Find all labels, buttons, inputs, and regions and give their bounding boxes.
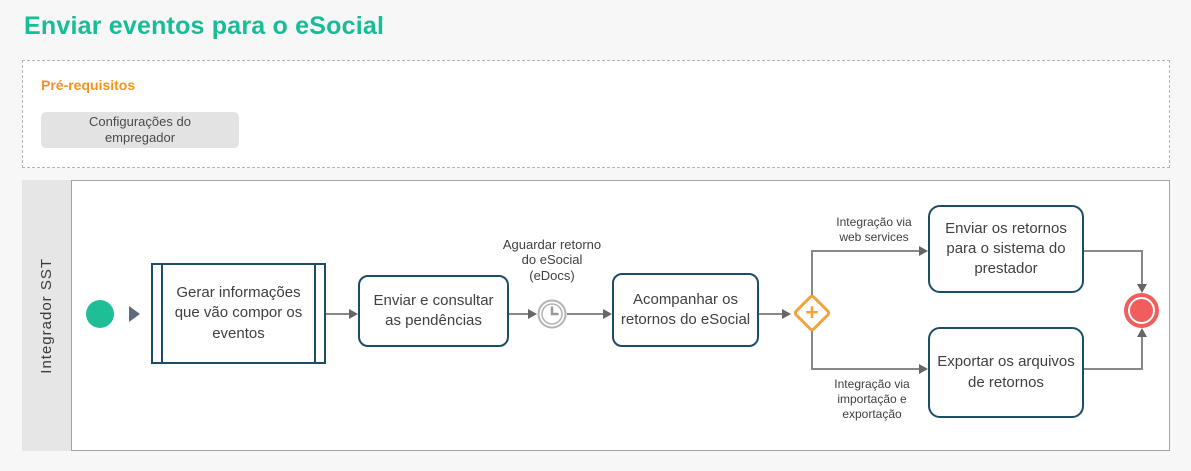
- flow-line: [811, 250, 920, 252]
- end-event-ring: [1128, 297, 1155, 324]
- task-acompanhar[interactable]: Acompanhar os retornos do eSocial: [612, 273, 759, 347]
- employer-settings-button[interactable]: Configurações do empregador: [41, 112, 239, 148]
- start-event: [86, 300, 114, 328]
- arrowhead-right-icon: [919, 246, 928, 256]
- subprocess-marker-icon: [314, 265, 316, 362]
- task-gerar-informacoes[interactable]: Gerar informações que vão compor os even…: [151, 263, 326, 364]
- page-title: Enviar eventos para o eSocial: [24, 12, 385, 40]
- flow-line: [509, 313, 529, 315]
- flow-label-web-services: Integração via web services: [836, 215, 912, 244]
- task-label: Acompanhar os retornos do eSocial: [620, 290, 751, 328]
- flow-line: [811, 251, 813, 314]
- arrowhead-right-icon: [349, 309, 358, 319]
- prerequisites-panel: Pré-requisitos Configurações do empregad…: [22, 60, 1170, 168]
- flow-line: [567, 313, 604, 315]
- arrowhead-up-icon: [1137, 328, 1147, 337]
- arrowhead-down-icon: [1137, 284, 1147, 293]
- task-exportar-arquivos[interactable]: Exportar os arquivos de retornos: [928, 327, 1084, 418]
- task-label: Gerar informações que vão compor os even…: [174, 284, 303, 342]
- flow-label-import-export: Integração via importação e exportação: [834, 377, 910, 421]
- swimlane-header: Integrador SST: [22, 180, 71, 451]
- parallel-gateway-plus-icon: +: [805, 299, 819, 325]
- flow-line: [1084, 250, 1142, 252]
- arrowhead-right-icon: [919, 364, 928, 374]
- subprocess-marker-icon: [161, 265, 163, 362]
- timer-event-icon: [537, 299, 567, 329]
- arrowhead-right-icon: [603, 309, 612, 319]
- end-event: [1124, 293, 1159, 328]
- bpmn-diagram: Gerar informações que vão compor os even…: [71, 180, 1170, 451]
- task-label: Enviar e consultar as pendências: [373, 291, 494, 329]
- arrowhead-right-icon: [782, 309, 791, 319]
- flow-line: [1141, 334, 1143, 370]
- flow-line: [1141, 250, 1143, 285]
- swimlane-label: Integrador SST: [38, 257, 55, 374]
- task-enviar-consultar[interactable]: Enviar e consultar as pendências: [358, 275, 509, 347]
- flow-line: [759, 313, 783, 315]
- swimlane-pool: Integrador SST: [22, 180, 1170, 451]
- timer-event-label: Aguardar retorno do eSocial (eDocs): [502, 237, 602, 283]
- start-arrow-icon: [129, 306, 140, 322]
- flow-line: [811, 368, 920, 370]
- flow-line: [811, 313, 813, 370]
- task-label: Exportar os arquivos de retornos: [937, 353, 1075, 391]
- flow-line: [326, 313, 352, 315]
- arrowhead-right-icon: [528, 309, 537, 319]
- task-label: Enviar os retornos para o sistema do pre…: [945, 219, 1067, 278]
- task-enviar-retornos[interactable]: Enviar os retornos para o sistema do pre…: [928, 205, 1084, 293]
- flow-line: [1084, 368, 1142, 370]
- prerequisites-heading: Pré-requisitos: [41, 77, 136, 93]
